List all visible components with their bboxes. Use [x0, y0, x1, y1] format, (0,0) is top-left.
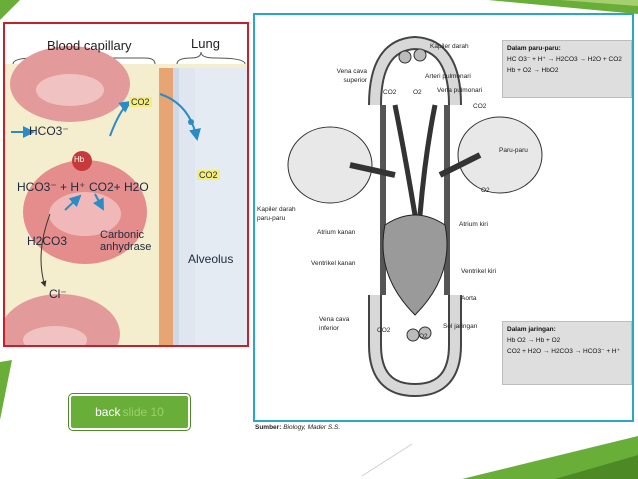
back-button-suffix: slide 10	[122, 405, 164, 419]
circulation-figure: Kapiler darah Vena cava superior Arteri …	[253, 13, 634, 422]
label-kapiler-darah: Kapiler darah	[430, 43, 469, 50]
box-lung-line2: Hb + O2 → HbO2	[507, 67, 559, 74]
box-lung-line1: HC O3⁻ + H⁺ → H2CO3 → H2O + CO2	[507, 56, 622, 63]
blood-capillary-illustration	[5, 24, 247, 345]
source-prefix: Sumber:	[255, 424, 282, 431]
label-atrium-kanan: Atrium kanan	[317, 229, 356, 236]
label-vena-cava-inferior: Vena cava inferior	[319, 316, 350, 332]
label-vena-pulmonari: Vena pulmonari	[437, 87, 483, 94]
equation-left: HCO3⁻ + H⁺	[17, 180, 86, 194]
label-atrium-kiri: Atrium kiri	[459, 221, 488, 228]
label-sel-jaringan: Sel jaringan	[443, 323, 478, 330]
source-credit: Sumber: Biology, Mader S.S.	[255, 424, 340, 431]
label-o2-lung: O2	[481, 187, 490, 194]
carbonic-anhydrase-label: Carbonic anhydrase	[100, 229, 152, 253]
hb-label: Hb	[74, 155, 85, 164]
box-tissue-title: Dalam jaringan:	[507, 326, 556, 333]
label-vena-cava-superior: Vena cava superior	[336, 68, 367, 84]
cl-label: Cl⁻	[49, 287, 67, 301]
label-co2-lung: CO2	[473, 103, 487, 110]
box-lung-reactions: Dalam paru-paru: HC O3⁻ + H⁺ → H2CO3 → H…	[502, 40, 632, 98]
box-tissue-line1: Hb O2 → Hb + O2	[507, 337, 561, 344]
co2-top-label: CO2	[129, 97, 152, 107]
blood-capillary-figure: Blood capillary Lung HCO3⁻ Hb HCO3⁻ + H⁺…	[3, 22, 249, 347]
label-co2-top: CO2	[383, 89, 397, 96]
label-kapiler-darah-paru: Kapiler darah paru-paru	[257, 206, 296, 222]
box-tissue-reactions: Dalam jaringan: Hb O2 → Hb + O2 CO2 + H2…	[502, 321, 632, 385]
label-arteri-pulmonari: Arteri pulmonari	[425, 73, 471, 80]
lung-title: Lung	[191, 36, 220, 51]
label-co2-bottom: CO2	[377, 327, 391, 334]
blood-capillary-title: Blood capillary	[47, 38, 132, 53]
h2co3-label: H2CO3	[27, 234, 68, 248]
label-paru-paru: Paru-paru	[499, 147, 528, 154]
alveolus-label: Alveolus	[188, 252, 234, 266]
label-ventrikel-kanan: Ventrikel kanan	[311, 260, 356, 267]
hco3-in-label: HCO3⁻	[29, 124, 69, 138]
back-button-label: back	[95, 405, 121, 419]
equation-right: CO2+ H2O	[89, 180, 149, 194]
source-text: Biology, Mader S.S.	[283, 424, 341, 431]
label-ventrikel-kiri: Ventrikel kiri	[461, 268, 497, 275]
box-tissue-line2: CO2 + H2O → H2CO3 → HCO3⁻ + H⁺	[507, 348, 621, 355]
label-o2-bottom: O2	[419, 333, 428, 340]
label-aorta: Aorta	[461, 295, 477, 302]
label-o2-top: O2	[413, 89, 422, 96]
co2-right-label: CO2	[197, 170, 220, 180]
box-lung-title: Dalam paru-paru:	[507, 45, 561, 52]
circulation-illustration	[287, 35, 543, 398]
